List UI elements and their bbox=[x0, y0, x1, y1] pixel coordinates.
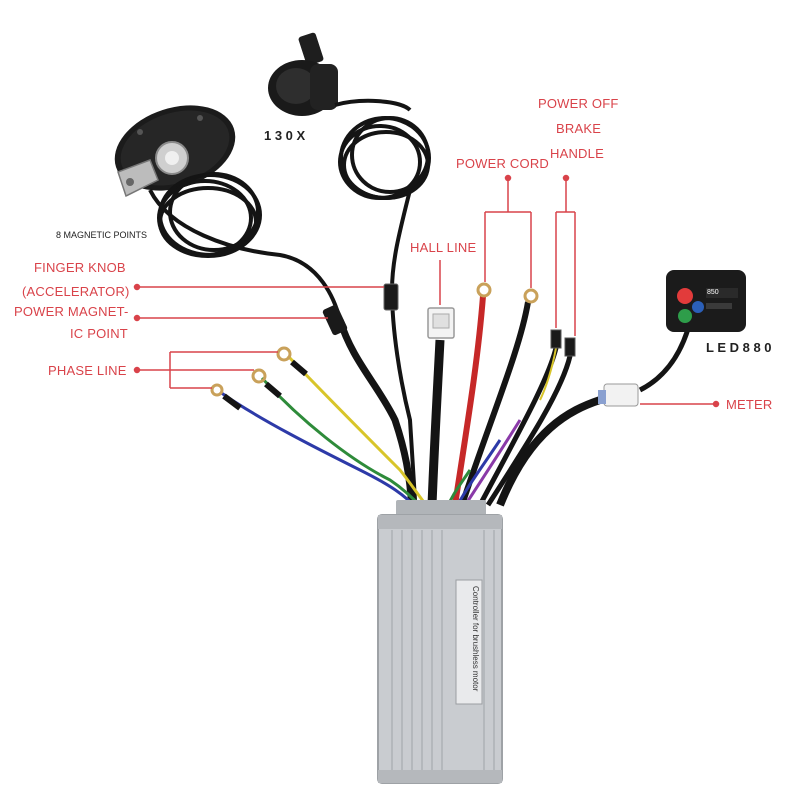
hall-line-label: HALL LINE bbox=[410, 240, 477, 255]
display-led880 bbox=[666, 270, 746, 332]
throttle bbox=[268, 32, 338, 116]
phase-lines bbox=[210, 346, 432, 512]
pas-connector bbox=[322, 304, 348, 336]
pas-cable-coil bbox=[148, 172, 342, 321]
brake-label-line1: POWER OFF bbox=[538, 96, 619, 111]
throttle-cable-coil bbox=[334, 98, 431, 501]
power-cord-label: POWER CORD bbox=[456, 156, 549, 171]
hall-line bbox=[427, 307, 455, 506]
meter-cable bbox=[496, 321, 693, 507]
finger-knob-label: FINGER KNOB bbox=[34, 260, 126, 275]
controller bbox=[377, 500, 503, 784]
brake-label-line2: BRAKE bbox=[556, 121, 602, 136]
pas-sensor bbox=[114, 105, 236, 198]
phase-line-label: PHASE LINE bbox=[48, 363, 127, 378]
pas-cable bbox=[336, 318, 416, 511]
throttle-connector bbox=[383, 283, 399, 311]
finger-knob-sublabel: (ACCELERATOR) bbox=[22, 284, 130, 299]
power-magnet-label: POWER MAGNET- bbox=[14, 304, 129, 319]
label-leaders bbox=[133, 174, 720, 408]
display-brand: 850 bbox=[707, 289, 719, 296]
brake-cables bbox=[477, 329, 576, 507]
brake-label-line3: HANDLE bbox=[550, 146, 604, 161]
throttle-model-label: 1 3 0 X bbox=[264, 128, 306, 143]
meter-label: METER bbox=[726, 397, 773, 412]
pas-sensor-label: 8 MAGNETIC POINTS bbox=[56, 230, 148, 240]
power-magnet-sublabel: IC POINT bbox=[70, 326, 128, 341]
controller-label-title: Controller for brushless motor bbox=[471, 586, 480, 692]
power-cord bbox=[452, 282, 539, 506]
display-model-label: L E D 8 8 0 bbox=[706, 340, 772, 355]
